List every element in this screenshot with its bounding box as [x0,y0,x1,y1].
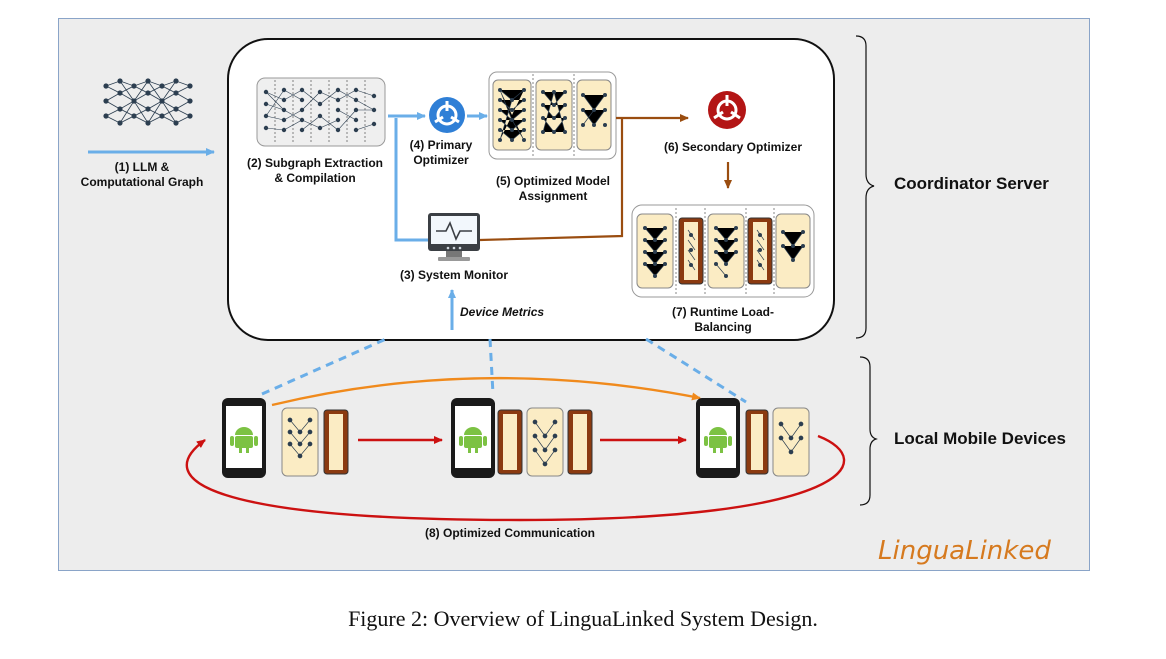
optimizer-icon [708,91,746,129]
android-phone-icon [451,398,495,478]
coordinator-server-label: Coordinator Server [894,174,1049,193]
system-monitor-label: (3) System Monitor [399,268,508,282]
monitor-to-secondary-line [479,118,624,242]
monitor-icon [428,213,480,261]
device-link-lines [261,337,747,404]
monitor-to-primary-line [394,118,430,242]
model-assignment-box [488,71,617,160]
local-devices-brace [859,356,878,506]
primary-optimizer-label: (4) Primary Optimizer [409,138,473,167]
optimizer-icon [429,97,465,133]
assignment-label: (5) Optimized Model Assignment [496,174,610,203]
coordinator-brace [855,35,875,339]
model-shard [772,407,810,477]
communication-label: (8) Optimized Communication [424,526,595,540]
llm-label: (1) LLM & Computational Graph [80,160,204,189]
android-phone-icon [696,398,740,478]
runtime-balancing-label: (7) Runtime Load- Balancing [672,305,774,334]
subgraph-label: (2) Subgraph Extraction & Compilation [246,156,383,185]
skip-connection-arrow [271,376,701,407]
return-loop-arrow [185,434,846,522]
figure-caption: Figure 2: Overview of LinguaLinked Syste… [348,606,818,631]
local-devices-label: Local Mobile Devices [894,429,1066,448]
device-metrics-label: Device Metrics [460,305,545,319]
model-shard [526,407,564,477]
brand-label: LinguaLinked [878,536,1051,566]
secondary-optimizer-label: (6) Secondary Optimizer [663,140,803,154]
neural-network-icon [103,78,193,126]
android-phone-icon [222,398,266,478]
subgraph-extraction-box [256,77,386,147]
runtime-balancing-box [631,204,815,298]
